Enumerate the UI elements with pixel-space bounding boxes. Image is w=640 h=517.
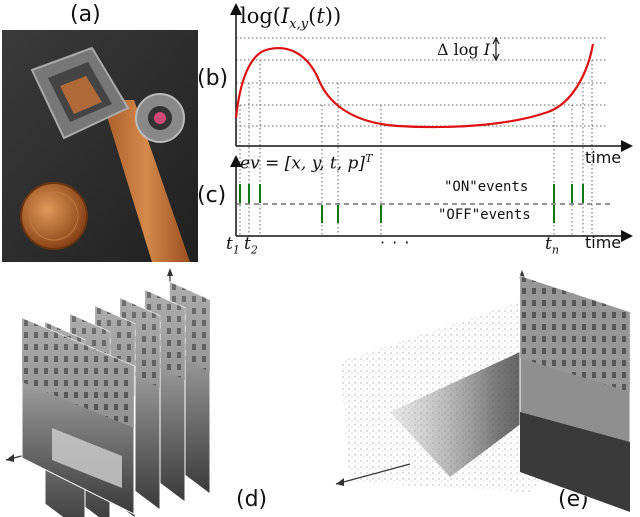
event-cloud: [335, 270, 631, 513]
b-y-title: log(Ix,y(t)): [240, 4, 342, 33]
sensor-chip: [60, 76, 102, 114]
event-plot: [230, 3, 633, 242]
panel-label-b: (b): [197, 66, 229, 91]
e-time-axis: [335, 463, 411, 485]
drop-lines: [239, 60, 593, 236]
on-events-label: "ON"events: [444, 179, 529, 195]
log-intensity-curve: [234, 43, 595, 129]
delta-arrowheads: [492, 36, 500, 62]
event-formula: ev = [x, y, t, p]T: [240, 152, 373, 174]
panel-label-a: (a): [70, 2, 101, 27]
on-events: [239, 184, 584, 203]
t1-label: t1: [226, 234, 240, 257]
off-events-label: "OFF"events: [438, 207, 531, 223]
lens-glass: [154, 112, 166, 124]
tn-label: tn: [545, 234, 559, 257]
coin: [20, 182, 88, 250]
frames: [21, 281, 211, 517]
panel-label-c: (c): [197, 183, 227, 208]
ellipsis: · · ·: [380, 233, 411, 252]
b-x-title: time: [585, 148, 622, 167]
t2-label: t2: [244, 234, 258, 257]
panel-label-d: (d): [236, 487, 268, 512]
camera-photo: [2, 30, 198, 262]
off-events: [321, 205, 555, 223]
frame-stack: [5, 268, 211, 517]
c-x-title: time: [585, 233, 622, 252]
flex-cable: [102, 100, 190, 262]
coin-rim: [29, 191, 79, 241]
final-frame: [519, 275, 631, 513]
delta-label: Δ log I: [437, 40, 491, 59]
